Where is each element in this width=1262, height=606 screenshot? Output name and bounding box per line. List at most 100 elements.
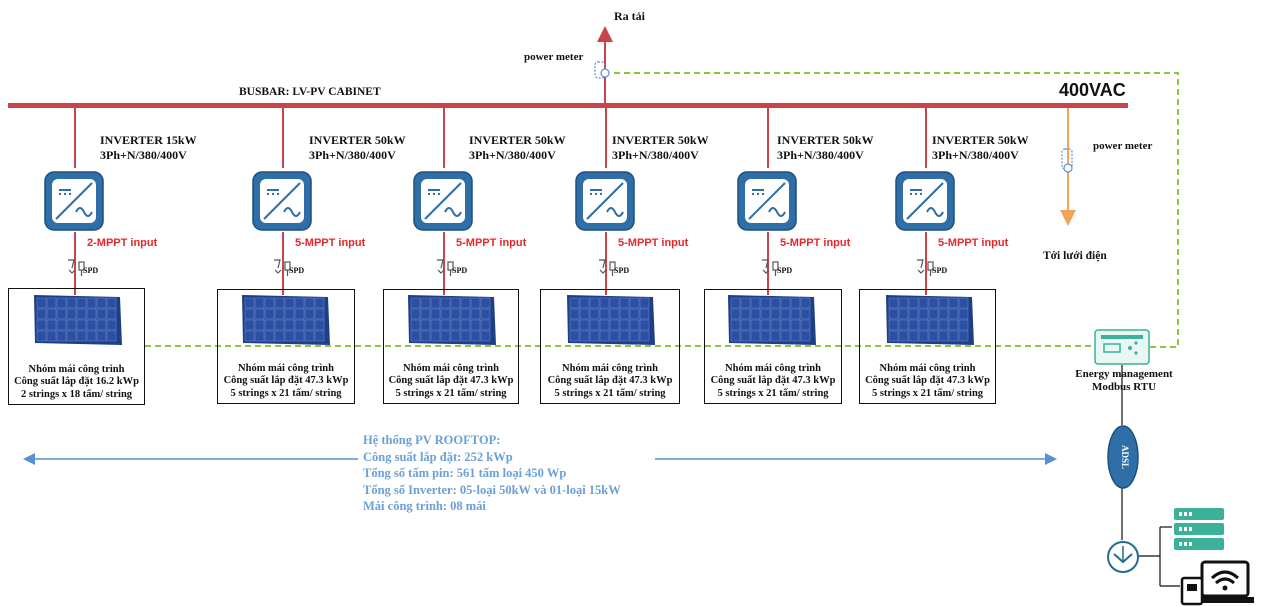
energy-management-label: Energy management Modbus RTU bbox=[1074, 368, 1174, 394]
system-roof-count: Mái công trình: 08 mái bbox=[363, 499, 486, 513]
energy-management-line2: Modbus RTU bbox=[1091, 381, 1157, 393]
roof-group-strings: 5 strings x 21 tấm/ string bbox=[230, 387, 342, 399]
roof-group-name: Nhóm mái công trình bbox=[879, 362, 976, 374]
roof-group-name: Nhóm mái công trình bbox=[28, 363, 125, 375]
comm-dashed-top bbox=[614, 72, 1179, 348]
inverter-rating: INVERTER 50kW bbox=[469, 133, 566, 147]
output-label: Ra tải bbox=[614, 9, 645, 23]
roof-group-capacity: Công suất lắp đặt 47.3 kWp bbox=[223, 375, 349, 386]
roof-group-name: Nhóm mái công trình bbox=[725, 362, 821, 374]
inverter-rating: INVERTER 15kW bbox=[100, 133, 197, 147]
solar-panel-icon bbox=[34, 295, 122, 349]
busbar-line bbox=[8, 103, 1128, 108]
inverter-icon bbox=[736, 170, 798, 232]
inverter-icon bbox=[574, 170, 636, 232]
system-summary: Hệ thống PV ROOFTOP: Công suất lắp đặt: … bbox=[363, 432, 621, 515]
inverter-spec: 3Ph+N/380/400V bbox=[932, 148, 1019, 162]
roof-group-capacity: Công suất lắp đặt 47.3 kWp bbox=[865, 375, 990, 386]
system-inverter-count: Tổng số Inverter: 05-loại 50kW và 01-loạ… bbox=[363, 482, 621, 497]
spd-label: SPD bbox=[83, 266, 99, 275]
energy-management-line1: Energy management bbox=[1075, 368, 1173, 380]
adsl-label: ADSL bbox=[1120, 444, 1130, 469]
roof-group-capacity: Công suất lắp đặt 16.2 kWp bbox=[14, 376, 139, 387]
solar-panel-icon bbox=[408, 295, 496, 349]
inverter-icon bbox=[251, 170, 313, 232]
spd-icon bbox=[272, 256, 296, 282]
mppt-label: 5-MPPT input bbox=[295, 237, 366, 249]
solar-panel-icon bbox=[886, 295, 974, 349]
roof-group-capacity: Công suất lắp đặt 47.3 kWp bbox=[710, 375, 836, 386]
mppt-label: 5-MPPT input bbox=[780, 237, 851, 249]
inverter-rating: INVERTER 50kW bbox=[932, 133, 1029, 147]
laptop-wifi-icon bbox=[1180, 560, 1254, 606]
adsl-modem-icon bbox=[1107, 425, 1139, 489]
roof-group-strings: 5 strings x 21 tấm/ string bbox=[395, 387, 507, 399]
roof-group-name: Nhóm mái công trình bbox=[403, 362, 499, 374]
server-icon bbox=[1174, 508, 1224, 550]
mppt-label: 5-MPPT input bbox=[938, 237, 1009, 249]
roof-group-capacity: Công suất lắp đặt 47.3 kWp bbox=[547, 375, 673, 386]
grid-label: Tới lưới điện bbox=[1043, 250, 1107, 262]
solar-panel-icon bbox=[728, 295, 816, 349]
inverter-spec: 3Ph+N/380/400V bbox=[612, 148, 699, 162]
spd-label: SPD bbox=[932, 266, 948, 275]
inverter-spec: 3Ph+N/380/400V bbox=[100, 148, 187, 162]
inverter-icon bbox=[43, 170, 105, 232]
roof-group-name: Nhóm mái công trình bbox=[562, 362, 658, 374]
spd-icon bbox=[760, 256, 784, 282]
spd-label: SPD bbox=[777, 266, 793, 275]
spd-icon bbox=[915, 256, 939, 282]
roof-group-strings: 5 strings x 21 tấm/ string bbox=[554, 387, 666, 399]
busbar-label: BUSBAR: LV-PV CABINET bbox=[239, 86, 381, 98]
roof-group-strings: 5 strings x 21 tấm/ string bbox=[717, 387, 829, 399]
roof-group-name: Nhóm mái công trình bbox=[238, 362, 334, 374]
inverter-rating: INVERTER 50kW bbox=[309, 133, 406, 147]
system-title: Hệ thống PV ROOFTOP: bbox=[363, 433, 501, 447]
spd-icon bbox=[66, 256, 90, 282]
router-icon bbox=[1107, 541, 1139, 573]
inverter-icon bbox=[894, 170, 956, 232]
solar-panel-icon bbox=[242, 295, 330, 349]
roof-group-strings: 5 strings x 21 tấm/ string bbox=[871, 387, 984, 399]
inverter-icon bbox=[412, 170, 474, 232]
mppt-label: 5-MPPT input bbox=[618, 237, 689, 249]
roof-group-strings: 2 strings x 18 tấm/ string bbox=[20, 388, 133, 400]
solar-panel-icon bbox=[567, 295, 655, 349]
power-meter-icon bbox=[594, 61, 610, 79]
roof-group-capacity: Công suất lắp đặt 47.3 kWp bbox=[388, 375, 514, 386]
spd-label: SPD bbox=[614, 266, 630, 275]
spd-icon bbox=[435, 256, 459, 282]
grid-power-meter-label: power meter bbox=[1093, 140, 1153, 152]
spd-icon bbox=[597, 256, 621, 282]
inverter-spec: 3Ph+N/380/400V bbox=[309, 148, 396, 162]
spd-label: SPD bbox=[289, 266, 305, 275]
system-capacity: Công suất lắp đặt: 252 kWp bbox=[363, 449, 513, 464]
mppt-label: 2-MPPT input bbox=[87, 237, 158, 249]
inverter-spec: 3Ph+N/380/400V bbox=[469, 148, 556, 162]
mppt-label: 5-MPPT input bbox=[456, 237, 527, 249]
energy-management-icon bbox=[1094, 329, 1150, 365]
spd-label: SPD bbox=[452, 266, 468, 275]
inverter-rating: INVERTER 50kW bbox=[612, 133, 709, 147]
inverter-spec: 3Ph+N/380/400V bbox=[777, 148, 864, 162]
grid-power-meter-icon bbox=[1061, 148, 1073, 173]
system-panel-count: Tổng số tấm pin: 561 tấm loại 450 Wp bbox=[363, 466, 567, 480]
inverter-rating: INVERTER 50kW bbox=[777, 133, 874, 147]
